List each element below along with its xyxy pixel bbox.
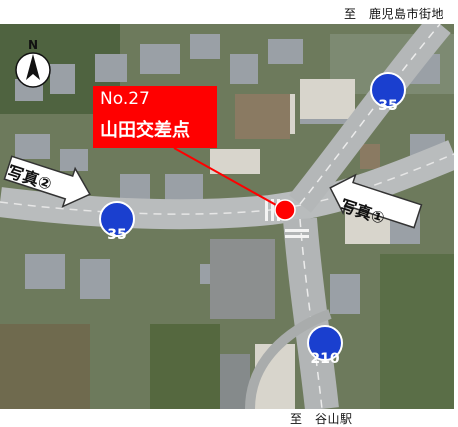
top-caption-band: 至 鹿児島市街地 [0,0,458,24]
photo-arrow-2-shape [3,155,91,208]
route-sign-35-lower-label: 35 [107,227,127,243]
north-compass-icon [15,52,51,88]
route-sign-210-label: 210 [310,351,340,367]
route-sign-35-upper-shape [369,72,407,108]
route-sign-35-lower-shape [98,201,136,237]
parking-lot [210,239,275,319]
intersection-number: No.27 [100,89,150,109]
route-sign-210-shape [306,325,344,361]
road-centerline [299,218,323,409]
intersection-label-box: No.27 山田交差点 [93,86,217,148]
vegetation-patch [150,324,220,409]
parking-lot [220,354,250,409]
intersection-marker[interactable] [274,199,296,221]
intersection-name: 山田交差点 [100,120,190,141]
destination-top-caption: 至 鹿児島市街地 [343,7,444,21]
vegetation-patch [380,254,454,409]
road-centerline [0,153,454,215]
right-margin-strip [454,24,458,409]
destination-bottom-caption: 至 谷山駅 [290,412,353,426]
field-patch [0,324,90,409]
aerial-map-svg [0,24,454,409]
label-leader-line [173,147,286,211]
compass-north-letter: N [28,38,39,52]
photo-arrow-1-shape [329,173,423,229]
bottom-caption-band [0,409,458,426]
road-centerline [299,24,441,205]
service-road [245,309,332,409]
route-sign-35-upper-label: 35 [378,98,398,114]
aerial-map[interactable] [0,24,454,409]
